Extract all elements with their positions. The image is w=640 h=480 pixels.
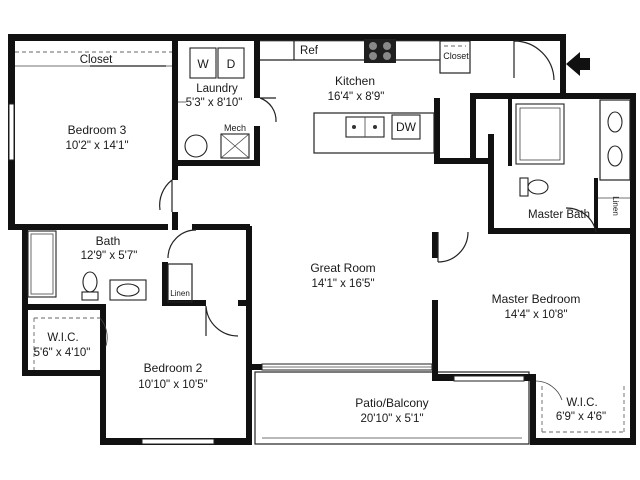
- toilet-icon: [527, 179, 549, 195]
- master-bedroom-label: Master Bedroom: [492, 292, 581, 306]
- master-bedroom-window: [453, 375, 525, 382]
- bath-dims: 12'9" x 5'7": [81, 250, 138, 262]
- faucet-icon: [352, 125, 356, 129]
- sink-icon: [607, 145, 623, 167]
- wic-right: [541, 386, 625, 433]
- master-bedroom-dims: 14'4" x 10'8": [504, 309, 567, 321]
- bath-fixtures: [27, 230, 147, 301]
- entry-closet: [439, 40, 471, 74]
- wic-right-dims: 6'9" x 4'6": [556, 411, 606, 423]
- bedroom3-dims: 10'2" x 14'1": [65, 140, 128, 152]
- kitchen-dims: 16'4" x 8'9": [328, 91, 385, 103]
- bedroom2-dims: 10'10" x 10'5": [138, 379, 207, 391]
- dryer-label: D: [227, 57, 236, 71]
- master-bath-fixtures: [515, 99, 631, 197]
- bedroom3-window: [8, 103, 15, 161]
- mech-label: Mech: [224, 123, 246, 133]
- bedroom2-window: [141, 438, 215, 445]
- burner-icon: [383, 42, 391, 50]
- master-bath-door[interactable]: [565, 207, 597, 233]
- wic-left-label: W.I.C.: [47, 332, 78, 344]
- entry-closet-label: Closet: [443, 51, 469, 61]
- bedroom3-door[interactable]: [159, 179, 173, 212]
- hall-linen-label: Linen: [170, 289, 190, 298]
- ref-label: Ref: [300, 45, 319, 57]
- closet-top-label: Closet: [80, 54, 113, 66]
- bedroom2-label: Bedroom 2: [144, 361, 203, 375]
- faucet-icon: [373, 125, 377, 129]
- patio-label: Patio/Balcony: [355, 396, 428, 410]
- wic-right-label: W.I.C.: [566, 397, 597, 409]
- entry-arrow-icon: [566, 52, 590, 76]
- interior-walls: [8, 34, 630, 380]
- wic-left: [33, 317, 100, 370]
- laundry-label: Laundry: [196, 83, 238, 95]
- sink-icon: [116, 283, 140, 297]
- master-linen-label: Linen: [611, 196, 620, 216]
- burner-icon: [369, 52, 377, 60]
- patio-outline: [254, 371, 530, 445]
- burner-icon: [383, 52, 391, 60]
- laundry-dims: 5'3" x 8'10": [186, 97, 243, 109]
- dishwasher-label: DW: [396, 120, 417, 134]
- laundry-appliances: W D: [178, 47, 250, 159]
- toilet-icon: [82, 271, 98, 293]
- wic-left-dims: 5'6" x 4'10": [34, 347, 91, 359]
- water-heater-icon: [184, 134, 208, 158]
- sink-icon: [607, 111, 623, 133]
- kitchen-island: [313, 112, 435, 154]
- wic-right-door[interactable]: [535, 380, 563, 401]
- entry-door[interactable]: [513, 40, 555, 81]
- master-bedroom-door[interactable]: [437, 231, 469, 263]
- bedroom3-label: Bedroom 3: [68, 123, 127, 137]
- hall-linen: [167, 263, 193, 303]
- great-room-label: Great Room: [310, 261, 375, 275]
- bath-label: Bath: [96, 234, 121, 248]
- kitchen-label: Kitchen: [335, 74, 375, 88]
- kitchen-counter: [260, 39, 470, 63]
- laundry-door[interactable]: [259, 97, 277, 123]
- washer-label: W: [197, 57, 209, 71]
- master-bath-label: Master Bath: [528, 209, 590, 221]
- patio-dims: 20'10" x 5'1": [360, 413, 423, 425]
- burner-icon: [369, 42, 377, 50]
- wic-left-door[interactable]: [99, 317, 108, 347]
- bedroom2-door[interactable]: [205, 305, 239, 337]
- closet-top: Closet: [15, 51, 172, 67]
- bath-door[interactable]: [167, 229, 197, 259]
- great-room-dims: 14'1" x 16'5": [311, 278, 374, 290]
